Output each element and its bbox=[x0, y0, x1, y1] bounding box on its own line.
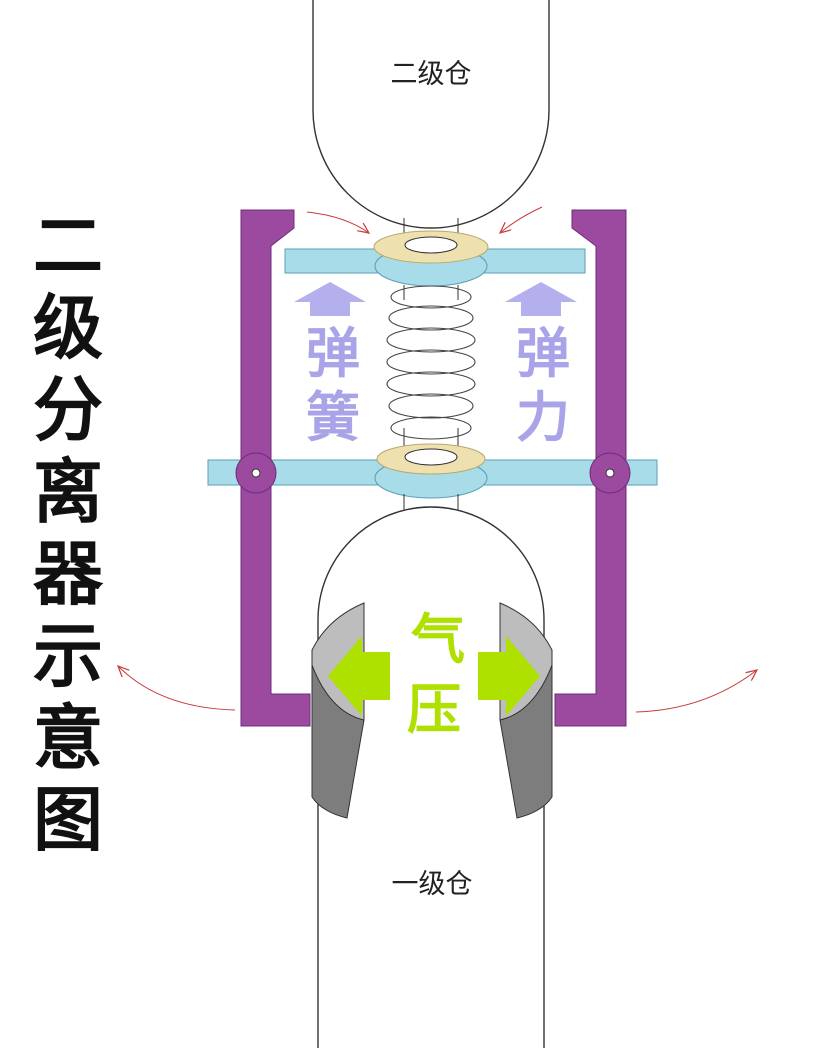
spring-force-label-left: 弹 簧 bbox=[306, 322, 360, 449]
upper-washer-hole bbox=[404, 236, 458, 254]
spring-force-char: 簧 bbox=[306, 386, 360, 449]
left-frame bbox=[240, 209, 311, 727]
flow-arrow-bottom-right bbox=[635, 670, 757, 713]
pressure-arrow-right bbox=[478, 636, 540, 716]
spring bbox=[386, 285, 476, 448]
flow-arrow-top-left bbox=[306, 211, 369, 233]
lower-stage-label: 一级仓 bbox=[392, 869, 473, 900]
pressure-arrow-left bbox=[328, 636, 390, 716]
air-pressure-label: 气 压 bbox=[407, 608, 465, 741]
left-pivot-pin bbox=[251, 468, 261, 478]
spring-force-arrow-left bbox=[294, 282, 366, 316]
upper-stage-body bbox=[312, 0, 550, 229]
diagram-title: 二级分离器示意图 bbox=[33, 204, 103, 861]
spring-force-char: 力 bbox=[516, 386, 570, 449]
right-pivot-pin bbox=[605, 468, 615, 478]
lower-stage-body bbox=[317, 506, 545, 1048]
spring-force-label-right: 弹 力 bbox=[516, 322, 570, 449]
spring-force-char: 弹 bbox=[516, 322, 570, 385]
right-frame bbox=[554, 209, 627, 727]
air-pressure-char: 压 bbox=[407, 678, 461, 741]
flow-arrow-bottom-left bbox=[118, 666, 236, 711]
flow-arrow-top-right bbox=[500, 206, 543, 233]
upper-stage-label: 二级仓 bbox=[391, 59, 472, 90]
lower-washer-hole bbox=[404, 448, 458, 466]
spring-force-char: 弹 bbox=[306, 322, 360, 385]
air-pressure-char: 气 bbox=[411, 608, 465, 671]
spring-force-arrow-right bbox=[505, 282, 577, 316]
